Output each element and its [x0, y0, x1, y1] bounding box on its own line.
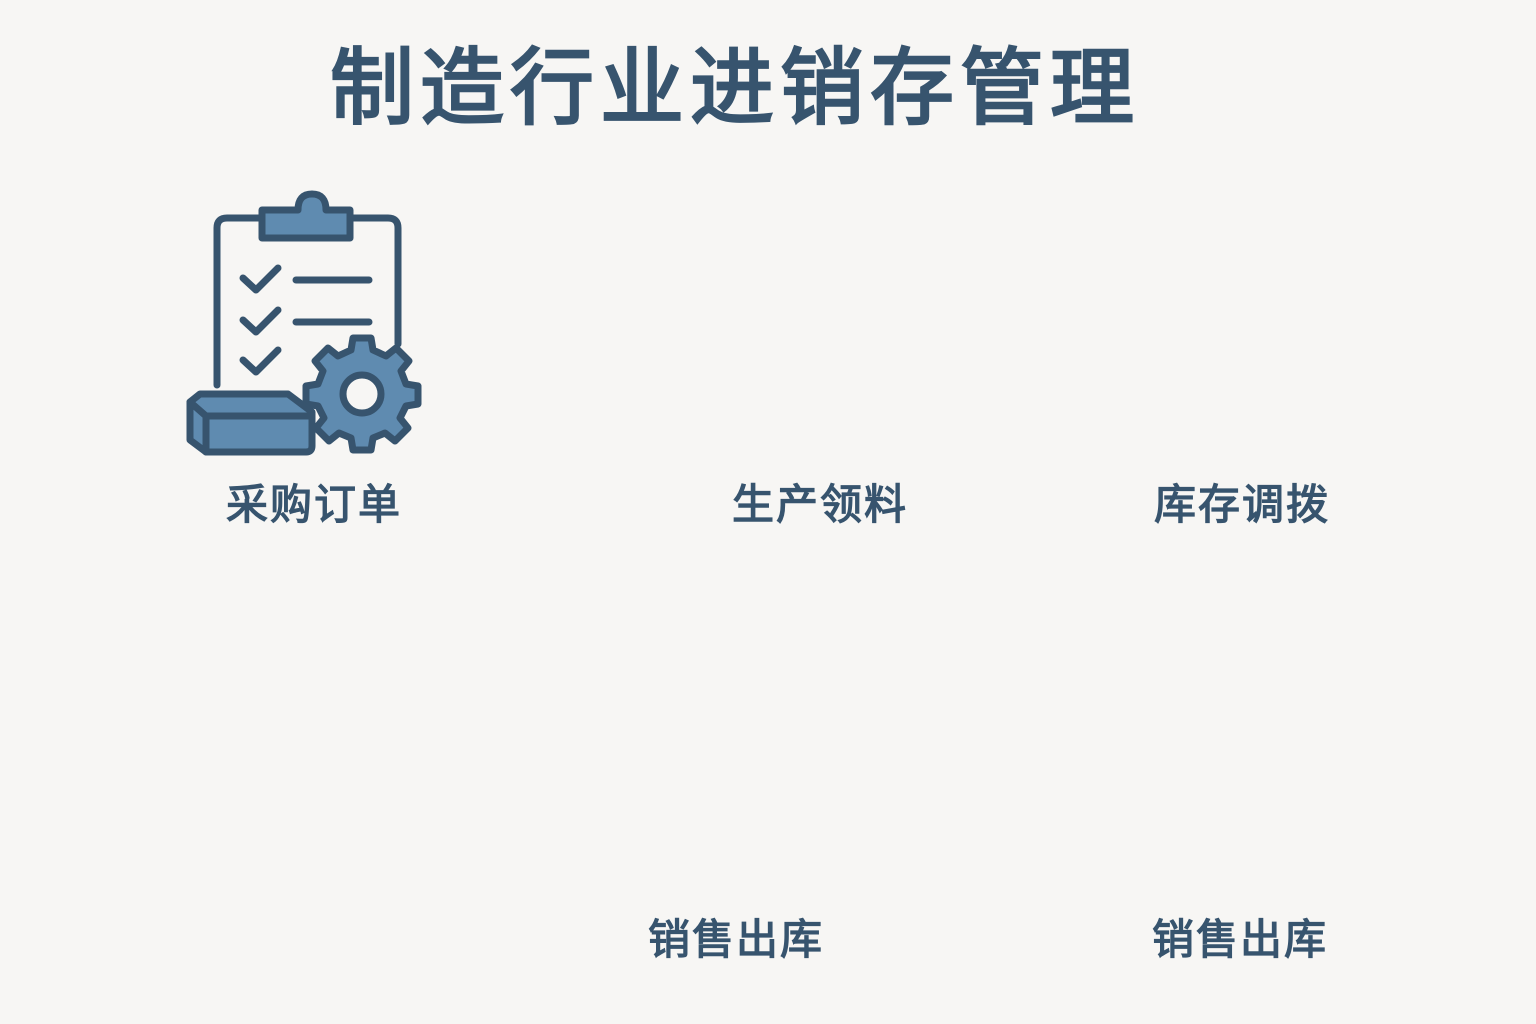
clipboard-gear-icon — [186, 190, 422, 456]
gear-icon — [302, 334, 422, 454]
check-icon — [239, 264, 282, 376]
material-block-icon — [186, 390, 316, 456]
step-label-production-material: 生产领料 — [731, 480, 908, 529]
step-label-purchase-order: 采购订单 — [225, 480, 402, 529]
diagram-title: 制造行业进销存管理 — [330, 39, 1141, 137]
step-label-sales-outbound-boxes: 销售出库 — [1151, 915, 1328, 964]
step-label-sales-outbound-person: 销售出库 — [647, 915, 824, 964]
step-label-inventory-transfer: 库存调拨 — [1153, 480, 1330, 529]
